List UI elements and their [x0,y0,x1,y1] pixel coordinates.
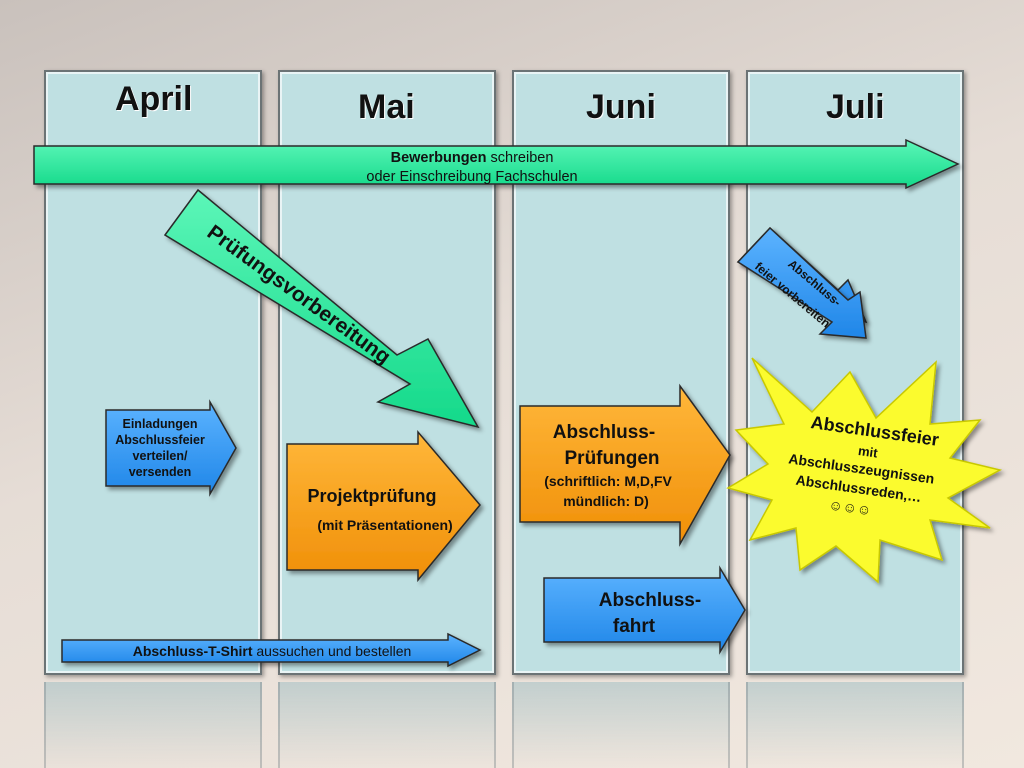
pruefungsvorbereitung-label: Prüfungsvorbereitung [203,221,395,369]
month-juni: Juni [586,88,656,126]
abschlusspruefungen-line4: mündlich: D) [563,493,649,509]
abschlussfahrt-line1: Abschluss- [599,590,701,611]
tshirt-label: Abschluss-T-Shirt aussuchen und bestelle… [133,643,412,659]
column-reflection [278,682,496,768]
month-mai: Mai [358,88,415,126]
tshirt-arrow: Abschluss-T-Shirt aussuchen und bestelle… [61,632,482,668]
projektpruefung-arrow: Projektprüfung (mit Präsentationen) [286,429,481,583]
projektpruefung-title: Projektprüfung [308,486,437,506]
einladungen-arrow: Einladungen Abschlussfeier verteilen/ ve… [105,399,237,497]
abschlussfeier-smileys: ☺☺☺ [828,496,873,518]
month-april: April [115,80,193,118]
abschlussfeier-line2: mit [857,443,879,461]
bewerbungen-line2: oder Einschreibung Fachschulen [366,169,577,185]
column-reflection [512,682,730,768]
abschlusspruefungen-arrow: Abschluss- Prüfungen (schriftlich: M,D,F… [519,383,731,547]
bewerbungen-line1: Bewerbungen schreiben [391,150,554,166]
abschlussfeier-star: Abschlussfeier mit Abschlusszeugnissen A… [726,357,1003,584]
feier-vorbereiten-arrow: Abschluss- feier vorbereiten [736,226,868,339]
month-juli: Juli [826,88,885,126]
einladungen-line4: versenden [129,465,192,479]
pruefungsvorbereitung-arrow: Prüfungsvorbereitung [163,188,480,429]
einladungen-line3: verteilen/ [133,449,188,463]
bewerbungen-arrow: Bewerbungen schreiben oder Einschreibung… [33,138,960,190]
column-reflection [746,682,964,768]
abschlussfahrt-line2: fahrt [613,616,656,637]
einladungen-line1: Einladungen [123,417,198,431]
abschlusspruefungen-line1: Abschluss- [553,422,655,443]
column-reflection [44,682,262,768]
einladungen-line2: Abschlussfeier [115,433,205,447]
projektpruefung-sub: (mit Präsentationen) [317,517,452,533]
abschlusspruefungen-line2: Prüfungen [565,448,660,469]
abschlusspruefungen-line3: (schriftlich: M,D,FV [544,473,672,489]
abschlussfahrt-arrow: Abschluss- fahrt [543,565,746,655]
